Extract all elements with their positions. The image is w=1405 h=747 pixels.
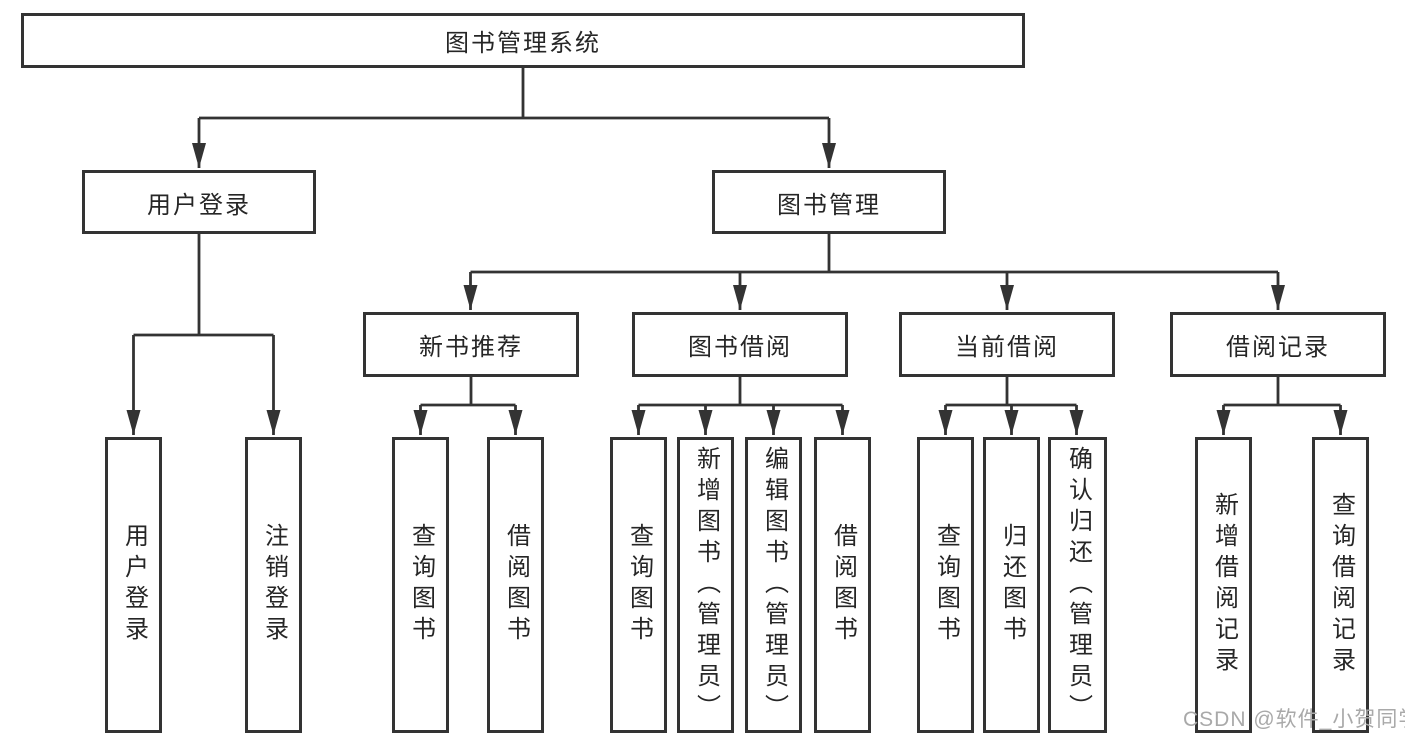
leaf-query-books-recommend-label: 查询图书 [407,523,435,647]
node-book-management-group: 图书管理 [712,170,946,234]
leaf-borrow-books-recommend-label: 借阅图书 [502,523,530,647]
leaf-return-books-label: 归还图书 [998,523,1026,647]
leaf-borrow-books-recommend: 借阅图书 [487,437,544,733]
leaf-query-borrow-record: 查询借阅记录 [1312,437,1369,733]
leaf-add-borrow-record: 新增借阅记录 [1195,437,1252,733]
leaf-query-books-current: 查询图书 [917,437,974,733]
node-borrowing-records: 借阅记录 [1170,312,1386,377]
node-book-borrowing: 图书借阅 [632,312,848,377]
leaf-confirm-return-admin: 确认归还（管理员） [1048,437,1107,733]
node-new-book-recommendation: 新书推荐 [363,312,579,377]
leaf-user-login: 用户登录 [105,437,162,733]
leaf-add-books-admin-label: 新增图书（管理员） [692,445,720,725]
leaf-query-books-current-label: 查询图书 [932,523,960,647]
leaf-edit-books-admin: 编辑图书（管理员） [745,437,802,733]
node-current-borrowing: 当前借阅 [899,312,1115,377]
leaf-add-books-admin: 新增图书（管理员） [677,437,734,733]
leaf-query-books-borrowing-label: 查询图书 [625,523,653,647]
leaf-logout-label: 注销登录 [260,523,288,647]
node-user-login-group: 用户登录 [82,170,316,234]
leaf-confirm-return-admin-label: 确认归还（管理员） [1064,445,1092,725]
leaf-borrow-books-label: 借阅图书 [829,523,857,647]
leaf-borrow-books: 借阅图书 [814,437,871,733]
leaf-add-borrow-record-label: 新增借阅记录 [1210,492,1238,678]
leaf-query-borrow-record-label: 查询借阅记录 [1327,492,1355,678]
leaf-query-books-borrowing: 查询图书 [610,437,667,733]
leaf-user-login-label: 用户登录 [120,523,148,647]
node-root-library-system: 图书管理系统 [21,13,1025,68]
leaf-edit-books-admin-label: 编辑图书（管理员） [760,445,788,725]
leaf-logout: 注销登录 [245,437,302,733]
csdn-watermark: CSDN @软件_小贺同学 [1183,708,1405,731]
leaf-query-books-recommend: 查询图书 [392,437,449,733]
leaf-return-books: 归还图书 [983,437,1040,733]
